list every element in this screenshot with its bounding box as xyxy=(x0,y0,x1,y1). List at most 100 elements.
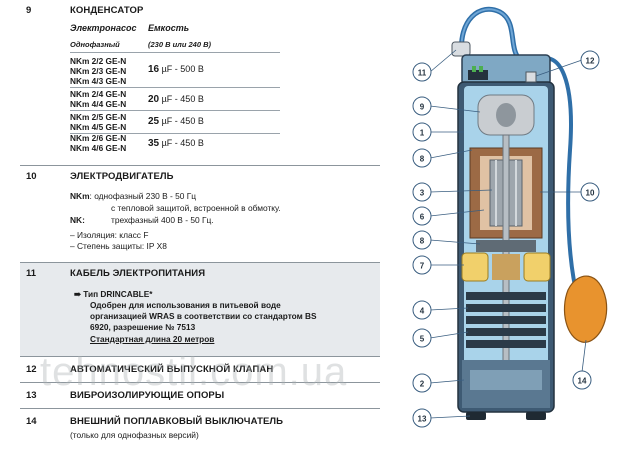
motor-nkm-protection: с тепловой защитой, встроенной в обмотку… xyxy=(111,203,281,213)
section-14-number: 14 xyxy=(26,416,37,427)
model-group-2: NKm 2/4 GE-N NKm 4/4 GE-N xyxy=(70,89,126,109)
section-14-note: (только для однофазных версий) xyxy=(70,430,199,440)
terminal-connector xyxy=(479,66,483,72)
capacitance-25: 25 µF - 450 В xyxy=(148,116,204,127)
section-11-title: КАБЕЛЬ ЭЛЕКТРОПИТАНИЯ xyxy=(70,268,206,279)
motor-insulation: – Изоляция: класс F xyxy=(70,230,149,240)
callout-10: 10 xyxy=(580,182,600,202)
section-13-number: 13 xyxy=(26,390,37,401)
float-cable xyxy=(537,56,580,301)
section-11-background xyxy=(20,262,380,356)
capacitance-20: 20 µF - 450 В xyxy=(148,94,204,105)
motor-nk-text: трехфазный 400 В - 50 Гц. xyxy=(111,215,214,225)
capacitance-unit: µF - 500 В xyxy=(159,64,204,74)
model-name: NKm 2/5 GE-N xyxy=(70,112,127,122)
leader-line xyxy=(429,331,469,339)
section-9-title: КОНДЕНСАТОР xyxy=(70,5,144,16)
leader-line xyxy=(429,105,481,113)
section-divider xyxy=(20,262,380,263)
cable-organization: организацией WRAS в соответствии со стан… xyxy=(90,311,317,321)
capacitance-value: 20 xyxy=(148,94,160,105)
anti-vibration-foot xyxy=(526,412,546,420)
divider xyxy=(70,133,280,134)
impeller-stage xyxy=(466,304,546,312)
callout-label: 8 xyxy=(420,237,425,246)
impeller-stage xyxy=(466,328,546,336)
col-header-pump: Электронасос xyxy=(70,23,137,33)
callout-label: 1 xyxy=(420,129,425,138)
callout-7: 7 xyxy=(412,255,432,275)
cable-type: ➠ Тип DRINCABLE* xyxy=(74,289,153,299)
cable-standard-length: Стандартная длина 20 метров xyxy=(90,334,215,344)
model-name: NKm 4/6 GE-N xyxy=(70,143,127,154)
model-group-4: NKm 2/6 GE-N NKm 4/6 GE-N xyxy=(70,133,126,153)
section-divider xyxy=(20,382,380,383)
callout-6: 6 xyxy=(412,206,432,226)
impeller-stage xyxy=(466,316,546,324)
section-divider xyxy=(20,165,380,166)
terminal-connector xyxy=(472,66,476,72)
callout-label: 8 xyxy=(420,155,425,164)
callout-1: 1 xyxy=(412,122,432,142)
callout-12: 12 xyxy=(580,50,600,70)
motor-nk-line: NK: xyxy=(70,215,85,226)
section-divider xyxy=(20,356,380,357)
leader-line xyxy=(429,415,471,419)
col-header-capacity: Емкость xyxy=(148,23,190,33)
callout-5: 5 xyxy=(412,328,432,348)
capacitance-unit: µF - 450 В xyxy=(159,138,204,148)
motor-protection-class: – Степень защиты: IP X8 xyxy=(70,241,167,251)
model-name: NKm 2/6 GE-N xyxy=(70,133,127,143)
capacitance-value: 16 xyxy=(148,64,160,75)
cable-gland xyxy=(451,41,471,57)
callout-label: 9 xyxy=(420,103,425,112)
model-name: NKm 2/4 GE-N xyxy=(70,89,127,99)
callout-3: 3 xyxy=(412,182,432,202)
divider xyxy=(70,87,280,88)
callout-label: 12 xyxy=(586,57,595,66)
callout-label: 3 xyxy=(420,189,425,198)
capacitance-35: 35 µF - 450 В xyxy=(148,138,204,149)
divider xyxy=(70,110,280,111)
model-name: NKm 2/3 GE-N xyxy=(70,66,127,77)
subheader-single-phase: Однофазный xyxy=(70,40,120,49)
section-divider xyxy=(20,408,380,409)
float-switch xyxy=(563,275,608,343)
callout-2: 2 xyxy=(412,373,432,393)
leader-line xyxy=(429,307,469,311)
motor-nkm-line: NKm: однофазный 230 В - 50 Гц xyxy=(70,191,196,202)
callout-13: 13 xyxy=(412,408,432,428)
section-10-number: 10 xyxy=(26,171,37,182)
leader-line xyxy=(429,379,465,384)
capacitor-cap xyxy=(496,103,516,127)
model-name: NKm 4/3 GE-N xyxy=(70,76,127,87)
mechanical-seal xyxy=(492,254,520,280)
capacitance-value: 35 xyxy=(148,138,160,149)
leader-line xyxy=(429,189,493,193)
bearing-housing xyxy=(476,240,536,252)
section-11-number: 11 xyxy=(26,268,37,279)
model-name: NKm 2/2 GE-N xyxy=(70,56,127,66)
leader-line xyxy=(429,239,481,245)
oil-chamber-right xyxy=(523,252,551,282)
callout-label: 4 xyxy=(420,307,425,316)
capacitance-value: 25 xyxy=(148,116,160,127)
callout-label: 6 xyxy=(420,213,425,222)
spec-text-column: 9 КОНДЕНСАТОР Электронасос Емкость Одноф… xyxy=(20,5,380,440)
leader-line xyxy=(429,49,457,73)
callout-lines xyxy=(429,49,587,419)
section-12-number: 12 xyxy=(26,364,37,375)
callout-label: 7 xyxy=(420,262,425,271)
callout-label: 10 xyxy=(586,189,595,198)
leader-line xyxy=(429,209,485,217)
model-group-1: NKm 2/2 GE-N NKm 2/3 GE-N NKm 4/3 GE-N xyxy=(70,56,126,87)
section-13-title: ВИБРОИЗОЛИРУЮЩИЕ ОПОРЫ xyxy=(70,390,225,401)
leader-line xyxy=(535,59,583,77)
section-12-title: АВТОМАТИЧЕСКИЙ ВЫПУСКНОЙ КЛАПАН xyxy=(70,364,274,375)
oil-chamber-left xyxy=(461,252,489,282)
callout-label: 11 xyxy=(418,69,427,78)
model-name: NKm 4/5 GE-N xyxy=(70,122,127,133)
impeller-stage xyxy=(466,340,546,348)
callout-label: 14 xyxy=(578,377,587,386)
